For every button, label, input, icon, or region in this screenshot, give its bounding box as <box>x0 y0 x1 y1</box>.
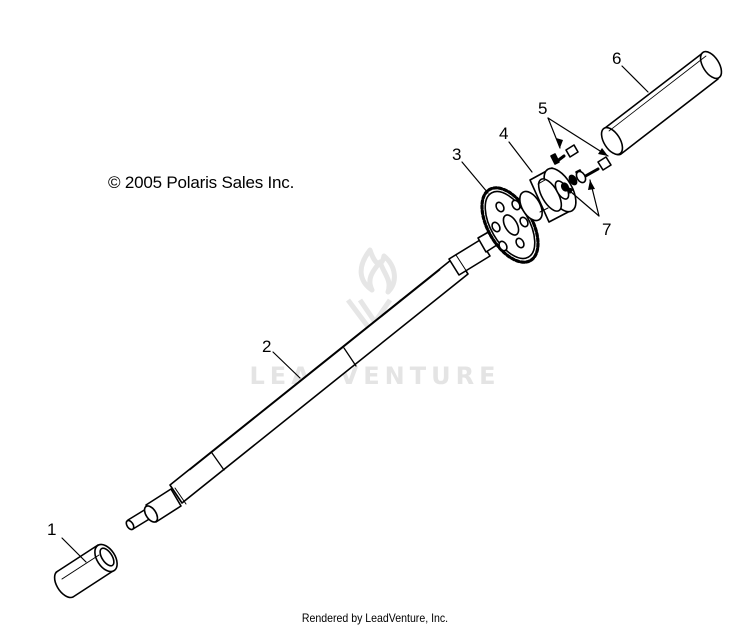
callout-1: 1 <box>47 520 56 539</box>
part-2-axle-shaft <box>125 228 502 531</box>
part-1-bearing-sleeve <box>53 543 118 599</box>
callout-4: 4 <box>499 124 508 143</box>
watermark-text: LEADVENTURE <box>249 362 501 390</box>
footer-credit: Rendered by LeadVenture, Inc. <box>301 611 449 625</box>
leader-arrowheads <box>556 138 608 194</box>
callout-3: 3 <box>452 145 461 164</box>
part-6-bearing-sleeve <box>600 50 723 156</box>
callout-2: 2 <box>262 337 271 356</box>
callout-5: 5 <box>538 99 547 118</box>
callout-6: 6 <box>612 49 621 68</box>
callout-7: 7 <box>602 220 611 239</box>
copyright-text: © 2005 Polaris Sales Inc. <box>108 173 295 192</box>
part-4-sprocket-hub <box>519 167 577 223</box>
